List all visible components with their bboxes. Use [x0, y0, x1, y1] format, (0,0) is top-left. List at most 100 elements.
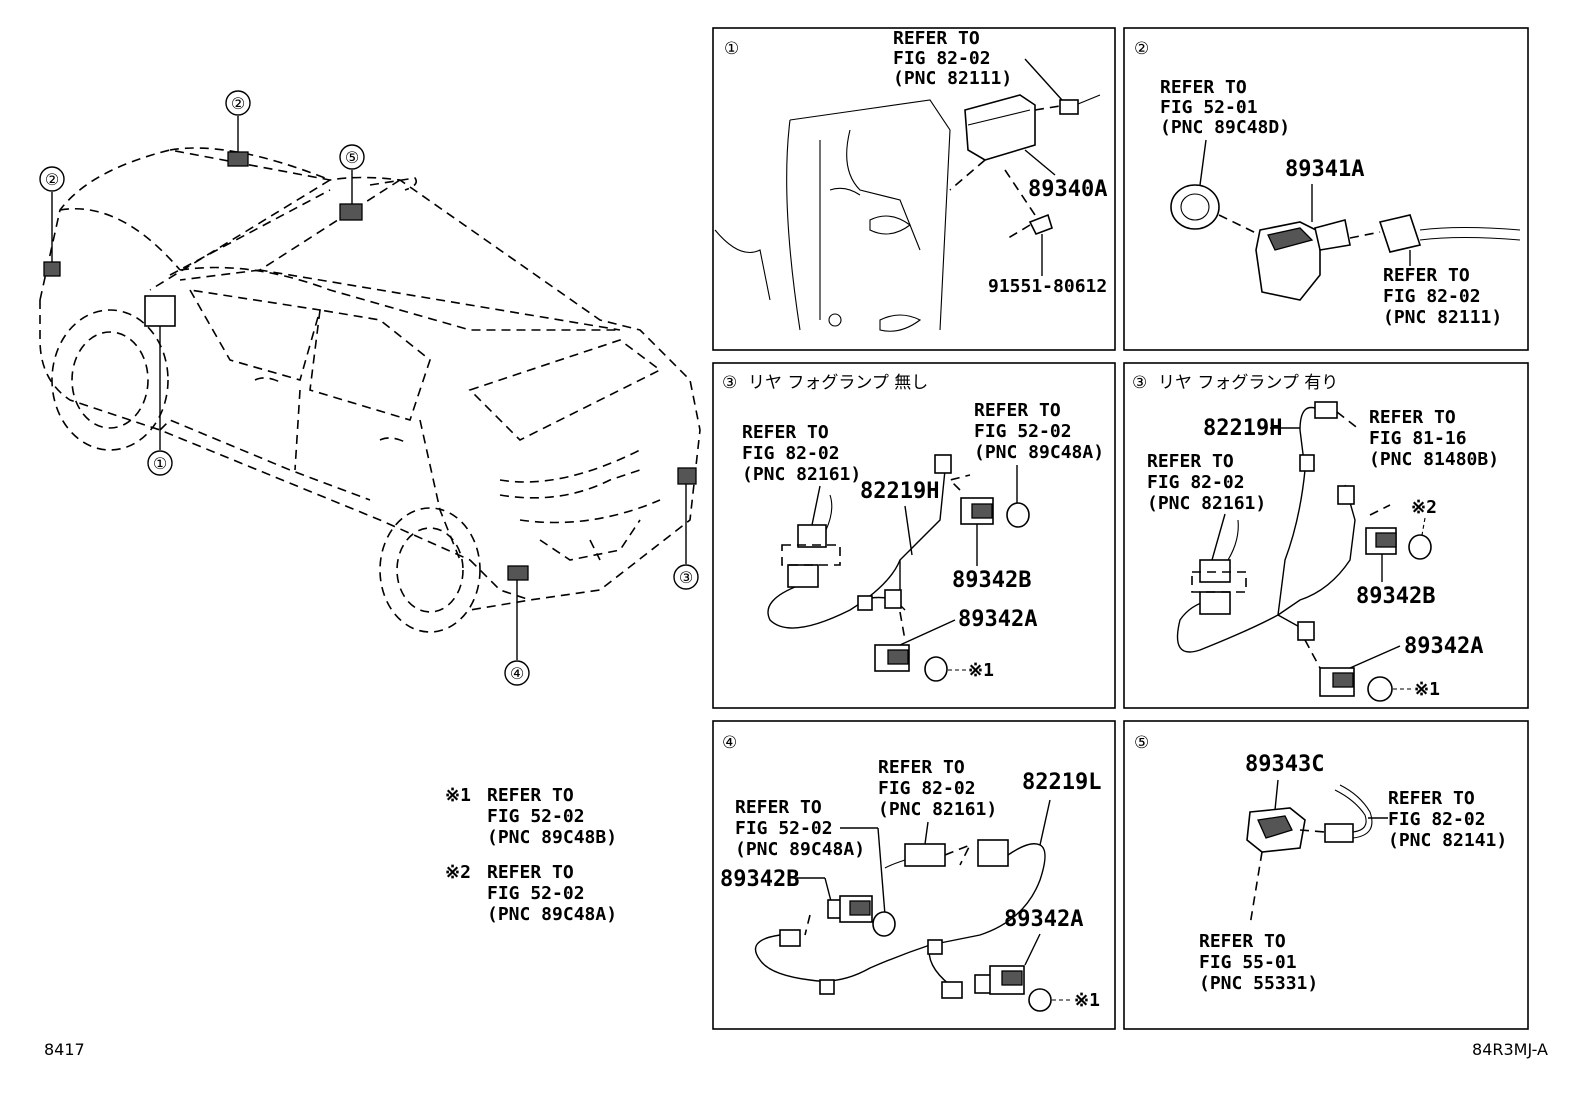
part-82219L: 82219L	[1022, 770, 1101, 795]
panel-1-number: ①	[724, 39, 739, 59]
connector-82161-b	[1199, 559, 1231, 583]
svg-text:FIG 52-02: FIG 52-02	[487, 806, 585, 827]
svg-text:(PNC 82161): (PNC 82161)	[1147, 493, 1266, 514]
svg-text:(PNC 89C48B): (PNC 89C48B)	[487, 827, 617, 848]
svg-text:REFER TO: REFER TO	[487, 785, 574, 806]
panel-4-reference-a: REFER TO FIG 52-02 (PNC 89C48A)	[735, 797, 865, 860]
footnote-1: ※1 REFER TO FIG 52-02 (PNC 89C48B)	[445, 785, 617, 848]
svg-text:REFER TO: REFER TO	[1388, 788, 1475, 809]
panel-3b-reference-b: REFER TO FIG 81-16 (PNC 81480B)	[1369, 407, 1499, 470]
svg-text:(PNC 82141): (PNC 82141)	[1388, 830, 1507, 851]
callout-3: ③	[673, 564, 699, 590]
svg-text:FIG 82-02: FIG 82-02	[1388, 809, 1486, 830]
part-89341A: 89341A	[1285, 157, 1364, 182]
svg-text:※1: ※1	[445, 785, 471, 806]
svg-text:REFER TO: REFER TO	[1199, 931, 1286, 952]
panel-5: ⑤ 89343C REFER TO FIG 82-02 (PNC 82141) …	[1123, 720, 1529, 1030]
svg-text:②: ②	[231, 94, 245, 113]
part-89342B-a: 89342B	[952, 568, 1031, 593]
svg-text:(PNC 55331): (PNC 55331)	[1199, 973, 1318, 994]
footnotes: ※1 REFER TO FIG 52-02 (PNC 89C48B) ※2 RE…	[445, 785, 617, 925]
svg-text:FIG 82-02: FIG 82-02	[742, 443, 840, 464]
panel-3b-number: ③	[1132, 373, 1147, 393]
panel-2-reference-a: REFER TO FIG 52-01 (PNC 89C48D)	[1160, 77, 1290, 138]
part-89343C: 89343C	[1245, 752, 1324, 777]
sensor-blob-3	[677, 467, 697, 485]
sensor-blob-2a	[227, 151, 249, 167]
callout-1: ①	[147, 450, 173, 476]
panel-1-reference: REFER TO FIG 82-02 (PNC 82111)	[893, 28, 1012, 89]
panel-3a-number: ③	[722, 373, 737, 393]
panel-3b: ③ リヤ フォグランプ 有り 82219H REFER TO FIG 81-16…	[1123, 362, 1529, 709]
panel-3b-title: リヤ フォグランプ 有り	[1158, 373, 1338, 393]
svg-text:FIG 82-02: FIG 82-02	[893, 48, 991, 69]
callout-2-top: ②	[225, 90, 251, 116]
svg-text:REFER TO: REFER TO	[735, 797, 822, 818]
svg-text:(PNC 82161): (PNC 82161)	[742, 464, 861, 485]
connector-82161-a	[797, 524, 827, 548]
callout-4: ④	[504, 660, 530, 686]
svg-text:⑤: ⑤	[345, 148, 359, 167]
svg-text:(PNC 89C48D): (PNC 89C48D)	[1160, 117, 1290, 138]
panel-2-number: ②	[1134, 39, 1149, 59]
panel-3a: ③ リヤ フォグランプ 無し REFER TO FIG 82-02 (PNC 8…	[712, 362, 1116, 709]
callout-2-left: ②	[39, 166, 65, 192]
panel-3a-reference-a: REFER TO FIG 82-02 (PNC 82161)	[742, 422, 861, 485]
part-89342A-a: 89342A	[958, 607, 1037, 632]
svg-text:REFER TO: REFER TO	[893, 28, 980, 49]
svg-text:REFER TO: REFER TO	[974, 400, 1061, 421]
svg-text:REFER TO: REFER TO	[1383, 265, 1470, 286]
footnote-2: ※2 REFER TO FIG 52-02 (PNC 89C48A)	[445, 862, 617, 925]
svg-text:①: ①	[153, 454, 167, 473]
bezel-89C48D	[1170, 184, 1220, 230]
part-89342B-c: 89342B	[720, 867, 799, 892]
svg-text:※2: ※2	[445, 862, 471, 883]
svg-text:REFER TO: REFER TO	[1147, 451, 1234, 472]
panel-4-number: ④	[722, 733, 737, 753]
svg-text:FIG 81-16: FIG 81-16	[1369, 428, 1467, 449]
panel-2-reference-b: REFER TO FIG 82-02 (PNC 82111)	[1383, 265, 1502, 328]
svg-text:FIG 52-02: FIG 52-02	[735, 818, 833, 839]
panel-4: ④ REFER TO FIG 82-02 (PNC 82161) 82219L …	[712, 720, 1116, 1030]
vehicle-overview: ② ② ① ⑤ ③ ④	[39, 90, 701, 686]
panel-1: ① REFER TO FIG 82-02 (PNC 82111) 89340A	[712, 27, 1116, 351]
svg-text:(PNC 89C48A): (PNC 89C48A)	[487, 904, 617, 925]
svg-text:②: ②	[45, 170, 59, 189]
part-89342A-b: 89342A	[1404, 634, 1483, 659]
callout-5: ⑤	[339, 144, 365, 170]
svg-text:FIG 82-02: FIG 82-02	[1383, 286, 1481, 307]
svg-text:(PNC 82111): (PNC 82111)	[1383, 307, 1502, 328]
svg-text:FIG 82-02: FIG 82-02	[878, 778, 976, 799]
connector-82161-c	[904, 843, 946, 867]
svg-text:REFER TO: REFER TO	[742, 422, 829, 443]
note-mark-2: ※2	[1411, 497, 1437, 518]
svg-text:(PNC 81480B): (PNC 81480B)	[1369, 449, 1499, 470]
svg-text:FIG 55-01: FIG 55-01	[1199, 952, 1297, 973]
svg-text:④: ④	[510, 664, 524, 683]
part-89342B-b: 89342B	[1356, 584, 1435, 609]
svg-text:REFER TO: REFER TO	[1369, 407, 1456, 428]
svg-text:(PNC 82111): (PNC 82111)	[893, 68, 1012, 89]
panel-5-number: ⑤	[1134, 733, 1149, 753]
svg-text:REFER TO: REFER TO	[1160, 77, 1247, 98]
svg-text:(PNC 82161): (PNC 82161)	[878, 799, 997, 820]
part-89342A-c: 89342A	[1004, 907, 1083, 932]
panel-4-reference-b: REFER TO FIG 82-02 (PNC 82161)	[878, 757, 997, 820]
note-mark-1-b: ※1	[1414, 679, 1440, 700]
svg-text:FIG 82-02: FIG 82-02	[1147, 472, 1245, 493]
diagram-code: 84R3MJ-A	[1472, 1040, 1548, 1059]
sensor-blob-4	[507, 565, 529, 581]
svg-text:FIG 52-02: FIG 52-02	[974, 421, 1072, 442]
svg-text:REFER TO: REFER TO	[487, 862, 574, 883]
panel-2: ② REFER TO FIG 52-01 (PNC 89C48D) 89341A…	[1123, 27, 1529, 351]
svg-text:(PNC 89C48A): (PNC 89C48A)	[974, 442, 1104, 463]
figure-number: 8417	[44, 1040, 85, 1059]
ecu-89340A	[964, 94, 1036, 161]
note-mark-1-c: ※1	[1074, 990, 1100, 1011]
part-82219H-a: 82219H	[860, 479, 939, 504]
svg-text:FIG 52-02: FIG 52-02	[487, 883, 585, 904]
panel-3a-reference-b: REFER TO FIG 52-02 (PNC 89C48A)	[974, 400, 1104, 463]
sensor-blob-2b	[43, 261, 61, 277]
part-89340A: 89340A	[1028, 177, 1107, 202]
